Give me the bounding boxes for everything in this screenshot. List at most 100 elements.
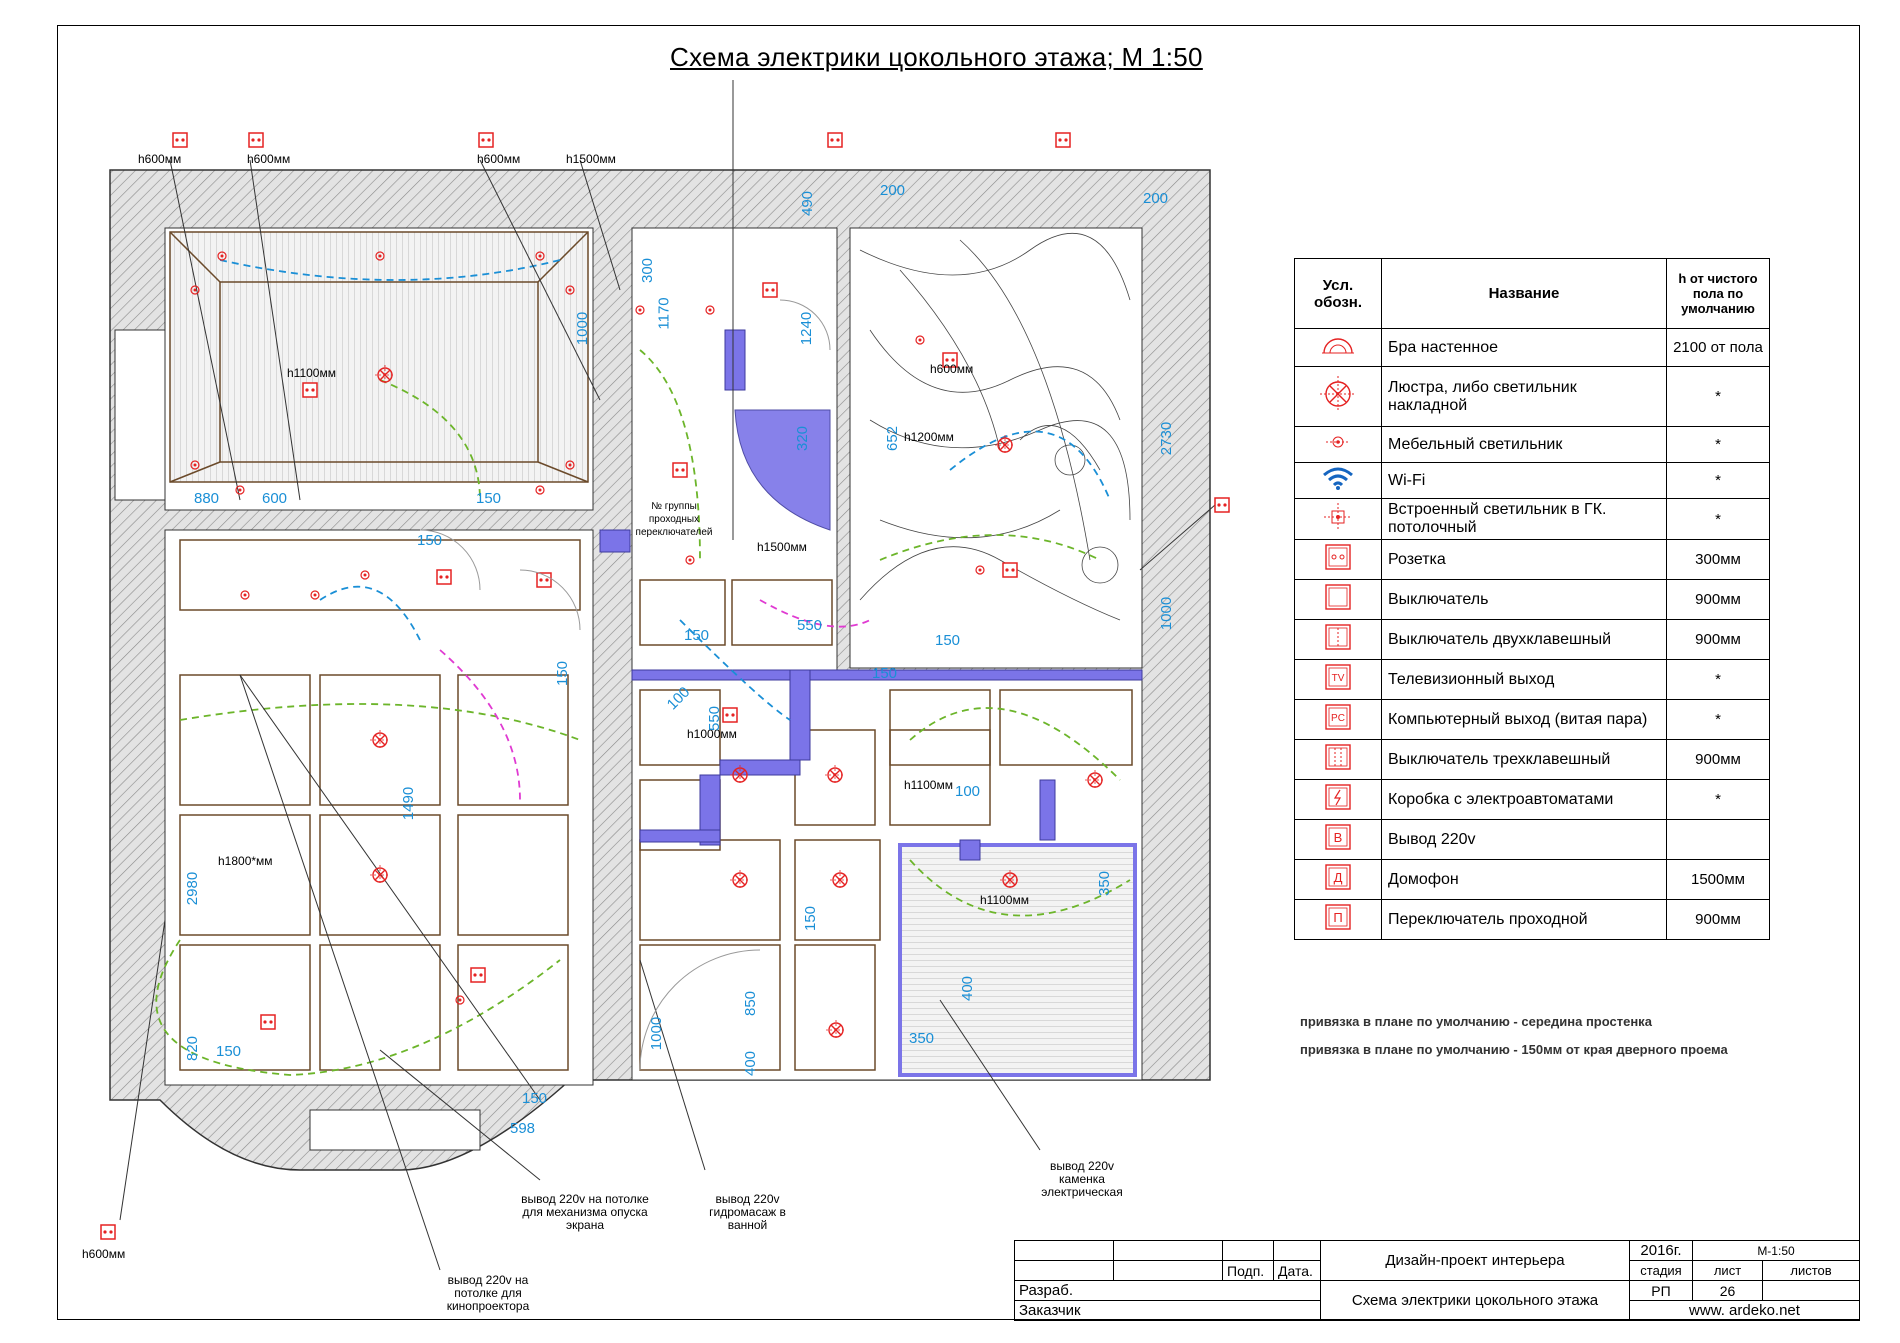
height-label: h1000мм <box>687 727 737 741</box>
height-label: h600мм <box>247 152 291 166</box>
legend-name: Мебельный светильник <box>1381 426 1667 463</box>
legend-height: * <box>1666 659 1770 700</box>
legend-name: Выключатель <box>1381 579 1667 620</box>
dimension: 150 <box>476 490 502 507</box>
sheet-number: 26 <box>1691 1280 1764 1301</box>
dimension: 320 <box>794 425 812 452</box>
legend-name: Вывод 220v <box>1381 819 1667 860</box>
furniture-light-icon <box>1326 436 1350 448</box>
project-name: Дизайн-проект интерьера <box>1320 1240 1630 1281</box>
dimension: 1490 <box>400 786 418 821</box>
output-220v-icon: В <box>1325 824 1351 850</box>
customer-label: Заказчик <box>1014 1300 1321 1321</box>
dimension: 2730 <box>1158 421 1176 456</box>
notes: привязка в плане по умолчанию - середина… <box>1300 1008 1728 1064</box>
dimension: 150 <box>554 660 572 687</box>
dimension: 490 <box>799 190 817 217</box>
dimension: 150 <box>684 627 710 644</box>
dimension: 400 <box>959 975 977 1002</box>
dimension: 1000 <box>574 311 592 346</box>
legend-height: 900мм <box>1666 579 1770 620</box>
dimension: 150 <box>522 1090 548 1107</box>
dimension: 880 <box>194 490 220 507</box>
legend-height: 900мм <box>1666 899 1770 940</box>
svg-text:PC: PC <box>1331 713 1345 724</box>
wifi-icon <box>1323 467 1353 490</box>
svg-text:TV: TV <box>1332 673 1345 684</box>
wall-sconce-icon <box>1322 338 1354 354</box>
height-label: h1500мм <box>757 540 807 554</box>
height-label: h1500мм <box>566 152 616 166</box>
sheets-header: листов <box>1762 1260 1860 1281</box>
dimension: 200 <box>1143 190 1169 207</box>
height-label: h1100мм <box>287 366 336 380</box>
note: привязка в плане по умолчанию - 150мм от… <box>1300 1042 1728 1057</box>
dimension: 550 <box>797 617 823 634</box>
switch-icon <box>1325 584 1351 610</box>
dimension: 1000 <box>648 1016 666 1051</box>
dimension: 1240 <box>798 311 816 346</box>
legend-height: 1500мм <box>1666 859 1770 900</box>
dimension: 550 <box>706 705 724 732</box>
legend-name: Встроенный светильник в ГК. потолочный <box>1381 498 1667 540</box>
height-label: h1100мм <box>980 893 1029 907</box>
dimension: 200 <box>880 182 906 199</box>
height-label: h600мм <box>477 152 521 166</box>
output-label: вывод 220v на потолке для кинопроектора <box>446 1273 530 1313</box>
podp-label: Подп. <box>1222 1260 1274 1281</box>
dimension: 150 <box>935 632 961 649</box>
drawing-title: Схема электрики цокольного этажа; М 1:50 <box>670 42 1203 72</box>
legend-height: * <box>1666 779 1770 820</box>
dimension: 150 <box>417 532 443 549</box>
legend-name: Телевизионный выход <box>1381 659 1667 700</box>
year: 2016г. <box>1629 1240 1693 1261</box>
data-label: Дата. <box>1273 1260 1321 1281</box>
dimension: 600 <box>262 490 288 507</box>
website: www. ardeko.net <box>1629 1300 1860 1321</box>
output-label: вывод 220v гидромасаж в ванной <box>709 1192 786 1232</box>
legend-name: Домофон <box>1381 859 1667 900</box>
output-label: вывод 220v на потолке для механизма опус… <box>521 1192 649 1232</box>
sheet-title: Схема электрики цокольного этажа <box>1320 1280 1630 1321</box>
double-switch-icon <box>1325 624 1351 650</box>
legend-name: Wi-Fi <box>1381 462 1667 499</box>
pc-outlet-icon: PC <box>1325 704 1351 730</box>
legend-height: * <box>1666 699 1770 740</box>
switch-groups-label: № группы проходных переключателей <box>635 501 713 538</box>
height-label: h600мм <box>138 152 182 166</box>
legend-name: Выключатель трехклавешный <box>1381 739 1667 780</box>
legend-name: Коробка с электроавтоматами <box>1381 779 1667 820</box>
legend-height: * <box>1666 498 1770 540</box>
dimension: 850 <box>742 990 760 1017</box>
svg-text:В: В <box>1334 830 1343 845</box>
legend-height <box>1666 819 1770 860</box>
dimension: 350 <box>909 1030 935 1047</box>
stage-header: стадия <box>1629 1260 1693 1281</box>
pass-switch-icon: П <box>1325 904 1351 930</box>
dimension: 300 <box>639 257 657 284</box>
height-label: h600мм <box>82 1247 126 1261</box>
output-label: вывод 220v каменка электрическая <box>1041 1159 1123 1199</box>
legend-height: 300мм <box>1666 539 1770 580</box>
legend-height: * <box>1666 426 1770 463</box>
legend-header-symbol: Усл. обозн. <box>1294 258 1382 329</box>
dimension: 400 <box>742 1050 760 1077</box>
triple-switch-icon <box>1325 744 1351 770</box>
dimension: 150 <box>872 665 898 682</box>
title-block: Дизайн-проект интерьера 2016г. М-1:50 По… <box>1014 1240 1860 1321</box>
height-label: h1200мм <box>904 430 954 444</box>
height-label: h600мм <box>930 362 974 376</box>
dimension: 350 <box>1096 870 1114 897</box>
legend-name: Розетка <box>1381 539 1667 580</box>
legend-name: Бра настенное <box>1381 328 1667 367</box>
dimension: 652 <box>884 425 902 452</box>
legend-name: Переключатель проходной <box>1381 899 1667 940</box>
legend-name: Выключатель двухклавешный <box>1381 619 1667 660</box>
svg-text:Д: Д <box>1334 870 1343 885</box>
scale: М-1:50 <box>1692 1240 1860 1261</box>
legend-height: 900мм <box>1666 739 1770 780</box>
legend-height: 900мм <box>1666 619 1770 660</box>
svg-text:П: П <box>1333 910 1342 925</box>
dimension: 1000 <box>1158 596 1176 631</box>
